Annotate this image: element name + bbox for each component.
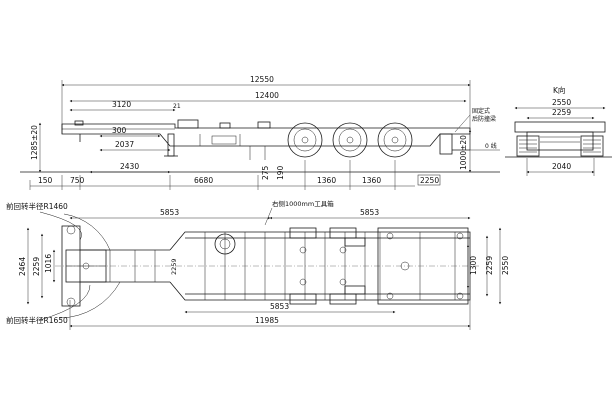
- bottom-190-label: 190: [276, 165, 285, 180]
- front-radius-1-label: 前回转半径R1460: [6, 201, 68, 211]
- left-2259-label: 2259: [32, 257, 41, 276]
- toolbox-label: 右侧1000mm工具箱: [272, 199, 334, 208]
- dim-300-label: 300: [112, 126, 127, 135]
- bottom-2250-label: 2250: [420, 176, 439, 185]
- note-line-1: 固定式: [472, 107, 490, 115]
- end-width-top-label: 2550: [552, 98, 571, 107]
- plan-dim-5853-top-right: 5853: [360, 208, 379, 217]
- right-2259-label: 2259: [485, 256, 494, 275]
- bottom-150-label: 150: [38, 176, 53, 185]
- dim-21-label: 21: [173, 103, 181, 110]
- bottom-750-label: 750: [70, 176, 85, 185]
- end-width-mid-label: 2259: [552, 108, 571, 117]
- plan-dim-5853-top-left: 5853: [160, 208, 179, 217]
- axle-ground-label: 0 线: [485, 142, 497, 150]
- left-2464-label: 2464: [18, 257, 27, 276]
- side-wheels: [287, 122, 413, 158]
- front-radius-2-label: 前回转半径R1650: [6, 315, 68, 325]
- dim-2430-label: 2430: [120, 162, 139, 171]
- bottom-6680-label: 6680: [194, 176, 213, 185]
- height-dim-label: 1285±20: [30, 125, 39, 160]
- right-2550-label: 2550: [501, 256, 510, 275]
- end-view-title: K向: [553, 85, 565, 95]
- end-view: K向 2550 2259 2040: [505, 85, 612, 176]
- plan-dim-5853-bottom: 5853: [270, 302, 289, 311]
- frame-length-label: 12400: [255, 91, 279, 100]
- bottom-1360b-label: 1360: [362, 176, 381, 185]
- plan-overall-11985: 11985: [255, 316, 279, 325]
- end-tire-hatch: [519, 136, 601, 153]
- side-view: 12550 12400 3120 21 300 2037 2430 1285±2…: [20, 75, 500, 190]
- left-1016-label: 1016: [44, 254, 53, 273]
- inner-2259-label: 2259: [170, 258, 178, 275]
- bottom-275-label: 275: [261, 165, 270, 180]
- end-width-bottom-label: 2040: [552, 162, 571, 171]
- dim-2037-label: 2037: [115, 140, 134, 149]
- plan-view: 前回转半径R1460 前回转半径R1650 5853 5853 右侧1000mm…: [6, 199, 510, 330]
- bottom-1360a-label: 1360: [317, 176, 336, 185]
- note-line-2: 后防撞梁: [472, 115, 496, 123]
- dim-3120-label: 3120: [112, 100, 131, 109]
- overall-length-label: 12550: [250, 75, 274, 84]
- plan-axles: [289, 227, 366, 305]
- rear-height-label: 1000±20: [459, 135, 468, 170]
- right-1300-label: 1300: [469, 256, 478, 275]
